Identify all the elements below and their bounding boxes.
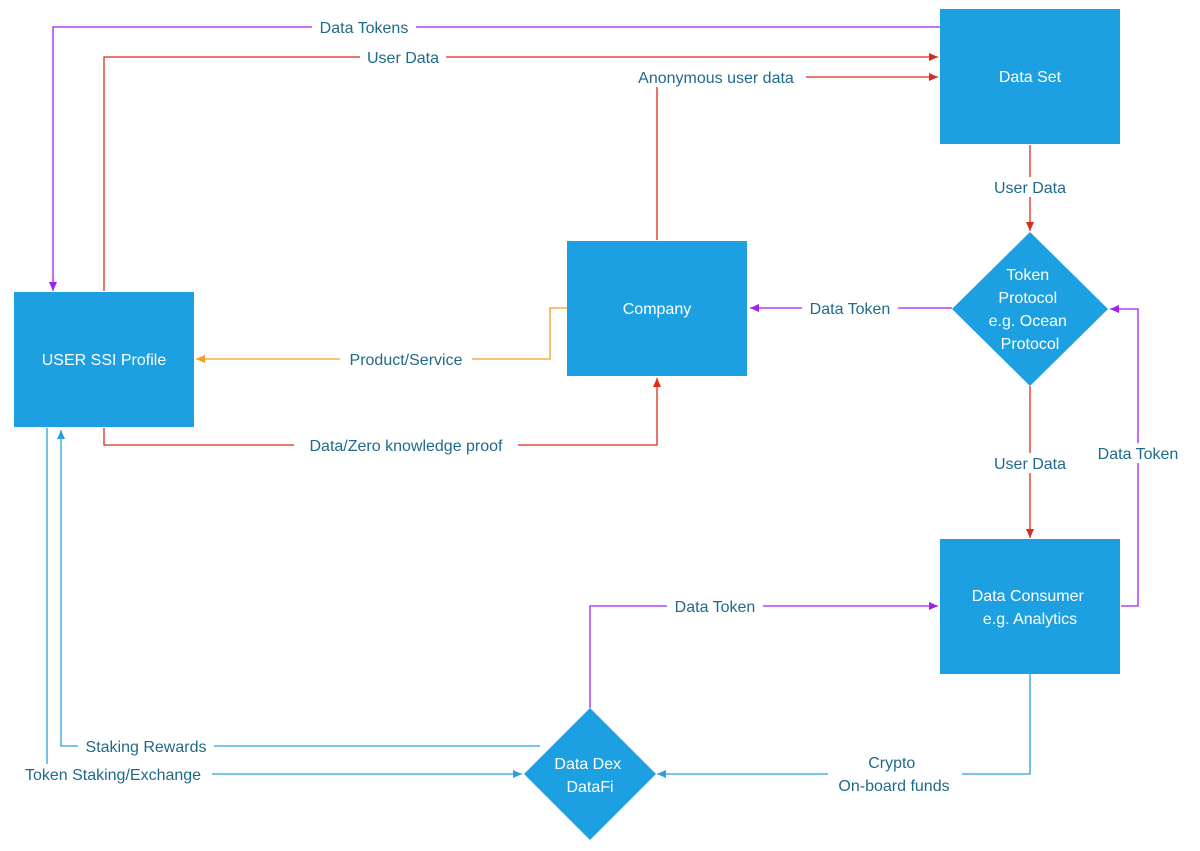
edge-label-line: Data Token [1098,446,1179,463]
node-token-protocol-line: Protocol [1001,336,1060,353]
svg-text:Data Token: Data Token [1098,446,1179,463]
node-company-line: Company [623,301,691,318]
node-company[interactable]: Company [567,241,747,376]
node-token-protocol[interactable]: Token Protocol e.g. Ocean Protocol [952,232,1108,386]
node-user-ssi-profile-line: USER SSI Profile [42,352,167,369]
edge-label-crypto-funds: Crypto On-board funds [828,752,962,796]
edge-label-user-data-top: User Data [360,47,446,67]
svg-text:User Data: User Data [994,456,1066,473]
node-data-consumer-line: e.g. Analytics [983,611,1077,628]
edge-staking-rewards [57,430,540,747]
edge-label-line: On-board funds [838,778,949,795]
edge-label-token-staking-exchange: Token Staking/Exchange [14,764,212,784]
node-user-ssi-profile[interactable]: USER SSI Profile [14,292,194,427]
node-token-protocol-line: e.g. Ocean [989,313,1067,330]
svg-text:Crypto On-board funds: Crypto On-board funds [838,755,949,795]
edge-label-line: Crypto [868,755,915,772]
node-data-set-line: Data Set [999,69,1062,86]
edge-label-line: Staking Rewards [86,739,207,756]
node-token-protocol-line: Token [1006,267,1049,284]
edge-data-token-dex-consumer [589,602,938,708]
edge-label-anonymous-user-data: Anonymous user data [628,67,806,87]
edge-label-data-token-protocol-company: Data Token [802,298,898,318]
edge-label-line: Data/Zero knowledge proof [310,438,504,455]
svg-text:Token Protocol: Token Protocol e.g. Ocean Protocol [989,267,1072,353]
svg-text:Data Token: Data Token [675,599,756,616]
edge-token-staking-exchange [46,428,522,778]
edge-label-data-tokens: Data Tokens [312,17,416,37]
edge-label-data-token-consumer-protocol: Data Token [1090,443,1186,463]
edge-label-line: Data Tokens [320,20,409,37]
svg-text:User Data: User Data [367,50,439,67]
edge-label-line: Token Staking/Exchange [25,767,201,784]
edge-label-user-data-protocol-consumer: User Data [988,453,1072,473]
svg-text:Staking Rewards: Staking Rewards [86,739,207,756]
svg-text:User Data: User Data [994,180,1066,197]
svg-text:Data Set: Data Set [999,69,1062,86]
svg-text:Anonymous user data: Anonymous user data [638,70,794,87]
edge-anonymous-user-data [656,73,938,240]
edge-label-zero-knowledge-proof: Data/Zero knowledge proof [294,435,518,455]
node-data-consumer[interactable]: Data Consumer e.g. Analytics [940,539,1120,674]
edge-label-product-service: Product/Service [340,349,472,369]
edge-label-data-token-dex-consumer: Data Token [667,596,763,616]
edge-user-data-top [103,53,938,291]
svg-text:Data Consumer e.g. Ana: Data Consumer e.g. Analytics [972,588,1089,628]
node-token-protocol-line: Protocol [998,290,1057,307]
svg-text:Product/Service: Product/Service [350,352,463,369]
svg-text:Data/Zero knowledge proof: Data/Zero knowledge proof [310,438,504,455]
edge-label-line: User Data [994,456,1066,473]
edge-data-tokens [49,26,940,291]
edge-label-line: Anonymous user data [638,70,794,87]
edge-label-line: Product/Service [350,352,463,369]
edge-label-line: Data Token [810,301,891,318]
svg-text:USER SSI Profile: USER SSI Profile [42,352,167,369]
edge-label-line: User Data [994,180,1066,197]
svg-text:Data Token: Data Token [810,301,891,318]
svg-text:Company: Company [623,301,691,318]
node-data-consumer-line: Data Consumer [972,588,1085,605]
edge-label-line: User Data [367,50,439,67]
svg-text:Data Dex DataFi: Data Dex DataFi [554,756,625,796]
node-data-dex[interactable]: Data Dex DataFi [524,708,656,840]
edge-crypto-funds [657,674,1031,778]
svg-text:Token Staking/Exchange: Token Staking/Exchange [25,767,201,784]
node-data-set[interactable]: Data Set [940,9,1120,144]
edge-label-staking-rewards: Staking Rewards [78,736,214,756]
edge-label-user-data-dataset-protocol: User Data [988,177,1072,197]
node-data-dex-line: DataFi [566,779,613,796]
svg-text:Data Tokens: Data Tokens [320,20,409,37]
node-data-dex-line: Data Dex [554,756,621,773]
edge-label-line: Data Token [675,599,756,616]
